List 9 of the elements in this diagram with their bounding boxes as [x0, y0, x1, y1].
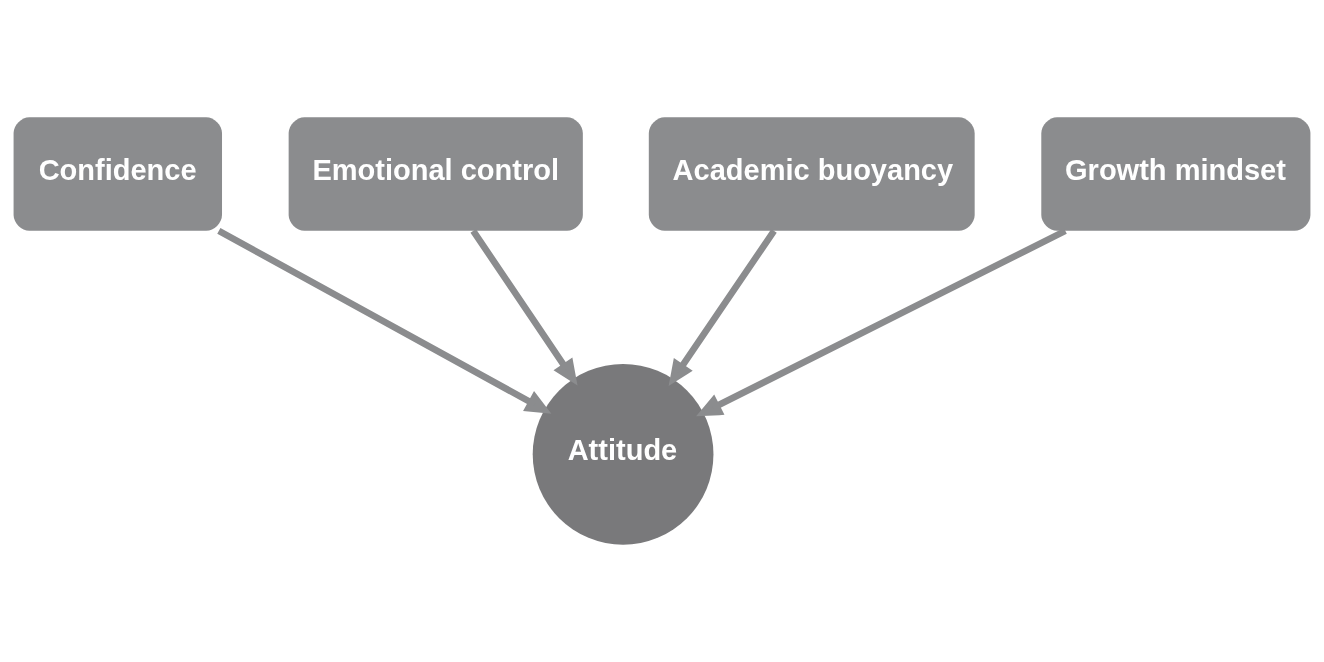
node-circle: Attitude	[532, 364, 714, 545]
node-box: Emotional control	[288, 117, 583, 231]
arrow	[217, 227, 552, 414]
node-box: Academic buoyancy	[648, 117, 975, 231]
node-box: Growth mindset	[1041, 117, 1311, 231]
node-box: Confidence	[13, 117, 222, 231]
arrow	[696, 227, 1067, 417]
arrow	[668, 229, 777, 386]
arrow	[470, 229, 578, 386]
